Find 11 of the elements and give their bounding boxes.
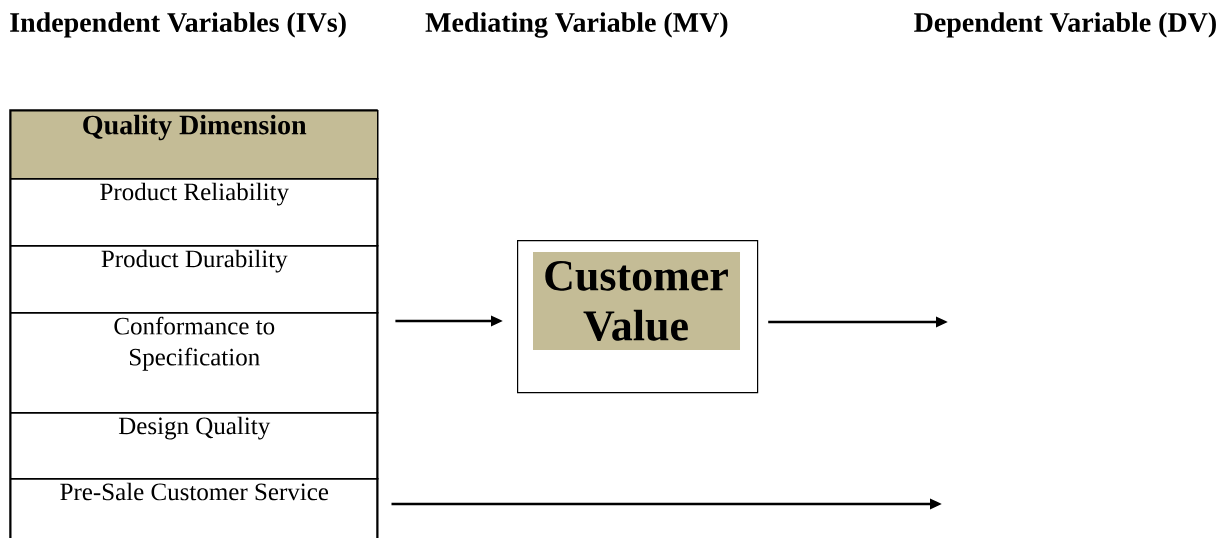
table-row: Design Quality — [10, 412, 379, 480]
table-frame — [9, 109, 378, 538]
table-row: Pre-Sale Customer Service — [10, 478, 379, 538]
header-cell: Quality Dimension — [10, 110, 379, 180]
heading: Independent Variables (IVs) — [10, 12, 346, 38]
table-row: Product Reliability — [10, 178, 379, 247]
table-row: Conformance to Specification — [10, 312, 379, 414]
heading: Mediating Variable (MV) — [425, 12, 728, 38]
table-row: Product Durability — [10, 245, 379, 314]
heading: Dependent Variable (DV) — [914, 12, 1216, 38]
mediator-box: Customer Value — [517, 240, 759, 394]
